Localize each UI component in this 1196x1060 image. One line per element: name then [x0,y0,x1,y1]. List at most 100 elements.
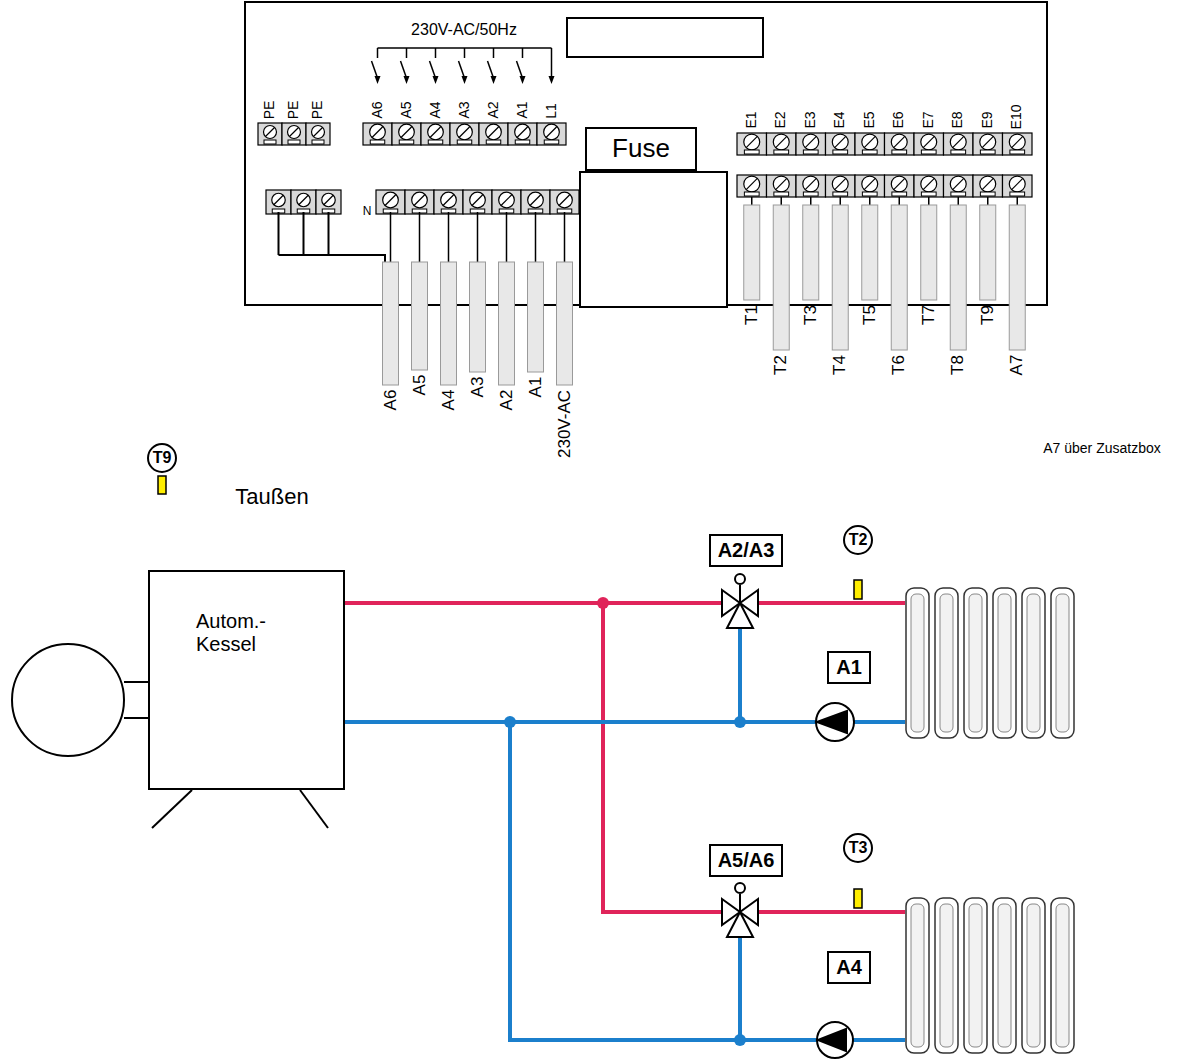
terminal-block [501,195,512,206]
terminal-block [363,123,392,145]
cable [557,262,573,385]
supply-pipe [345,603,905,912]
terminal-label: T9 [978,305,997,325]
terminal-label: A4 [428,102,443,119]
tag-text: T2 [849,531,868,549]
terminal-label: E6 [892,112,907,129]
terminal-block [1009,134,1025,150]
annotation: Taußen [235,485,308,509]
terminal-block [737,175,767,197]
terminal-block [289,127,298,136]
radiator [964,588,987,738]
wire [517,61,523,78]
boiler [124,681,148,683]
terminal-block [1009,176,1025,192]
cable [803,205,819,300]
terminal-block [746,178,757,189]
terminal-label: E8 [951,112,966,129]
mixing-valve [735,574,745,584]
mixing-valve [739,894,741,912]
terminal-block [803,134,819,150]
terminal-label: T1 [742,305,761,325]
cable [470,262,486,372]
wire [549,76,555,84]
terminal-block [805,178,816,189]
supply-pipe [345,601,905,605]
temperature-sensor [854,889,862,908]
terminal-block [264,126,277,139]
terminal-block [457,124,473,140]
terminal-block [530,195,541,206]
terminal-block [372,127,383,138]
cable [958,197,960,205]
terminal-block [885,133,915,155]
sensor-tag: T9 [147,443,178,474]
cable [781,197,783,205]
wire [303,212,305,255]
return-pipe [510,722,905,1040]
cable [862,205,878,300]
terminal-block [265,127,274,136]
terminal-label: E10 [1010,104,1025,129]
wire [462,76,468,84]
terminal-block [392,123,421,145]
terminal-block [544,124,560,140]
mixing-valve [722,574,758,937]
terminal-block [951,192,966,196]
terminal-block [441,192,457,208]
cable [477,254,479,262]
terminal-block [864,178,875,189]
terminal-block [324,195,333,204]
wire [372,61,378,78]
terminal-block [921,134,937,150]
terminal-block [299,195,308,204]
radiator [911,904,924,1047]
terminal-block [312,126,325,139]
wire [564,212,566,254]
circulation-pump [817,1022,853,1058]
terminal-block [383,192,399,208]
radiator [969,594,982,732]
wire [488,61,494,78]
radiator [1051,898,1074,1053]
terminal-block [855,175,885,197]
return-pipe [738,626,742,1040]
terminal-label: T7 [919,305,938,325]
wire [477,212,479,254]
radiator [940,594,953,732]
wire [491,76,497,84]
terminal-block [412,192,428,208]
wire [551,48,553,78]
radiator [940,904,953,1047]
terminal-label: PE [310,100,325,119]
radiator [906,588,1074,1053]
wire [522,48,524,58]
temperature-sensor [854,580,862,599]
terminal-block [316,190,341,214]
terminal-label: A5 [410,375,429,396]
terminal-block [399,124,415,140]
terminal-block [914,133,944,155]
terminal-block [737,133,767,155]
terminal-block [488,127,499,138]
terminal-block [499,192,515,208]
terminal-label: E5 [862,112,877,129]
terminal-block [980,134,996,150]
fuse-box: Fuse [585,127,697,171]
terminal-block [414,195,425,206]
terminal-label: E1 [744,112,759,129]
terminal-block [982,178,993,189]
terminal-block [980,192,995,196]
radiator [998,904,1011,1047]
wire [506,212,508,254]
terminal-block [774,192,789,196]
terminal-label: T3 [801,305,820,325]
cable [987,197,989,205]
terminal-block [832,176,848,192]
terminal-block [944,133,974,155]
tag-text: A5/A6 [718,849,775,872]
wire [279,255,386,262]
cable [528,262,544,372]
circulation-pump [817,711,847,733]
